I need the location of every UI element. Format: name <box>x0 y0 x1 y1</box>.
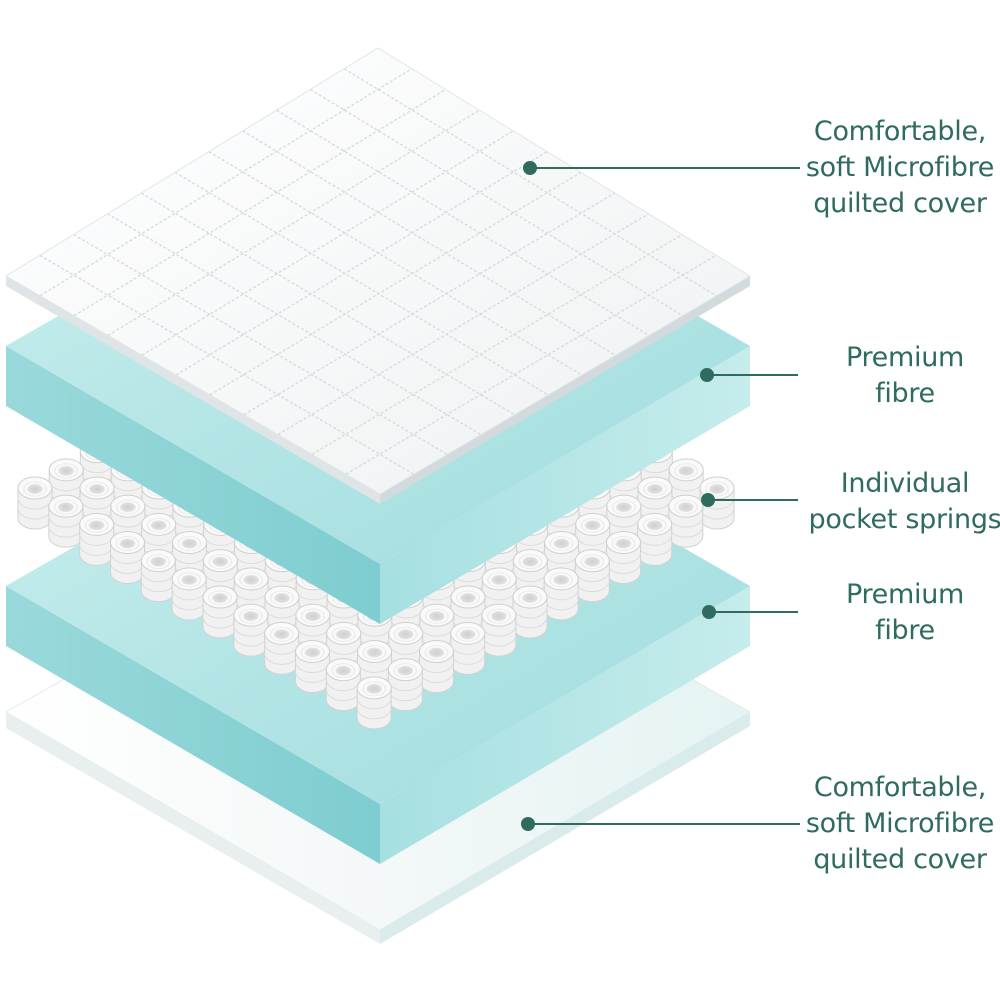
label-top-cover-line-3: quilted cover <box>813 188 987 219</box>
pocket-spring <box>450 621 486 675</box>
quilt-stitch-line <box>208 151 583 376</box>
pocket-spring <box>387 658 423 712</box>
pocket-spring <box>79 512 115 566</box>
quilt-stitch-line <box>242 130 616 356</box>
label-top-cover-line-2: soft Microfibre <box>805 152 995 183</box>
label-lower-fibre-line-1: Premium <box>845 579 965 610</box>
label-upper-fibre: Premium fibre <box>805 340 1000 412</box>
pocket-spring <box>295 640 330 693</box>
quilt-stitch-line <box>243 192 616 416</box>
pocket-spring <box>481 603 517 657</box>
label-lower-fibre: Premium fibre <box>805 577 1000 649</box>
quilt-stitch-line <box>343 68 717 297</box>
leader-dot-upper-fibre <box>700 368 714 382</box>
leader-dot-lower-fibre <box>702 605 716 619</box>
top-cover-layer <box>5 47 751 504</box>
label-lower-fibre-line-2: fibre <box>875 615 935 646</box>
label-bottom-cover-line-2: soft Microfibre <box>805 808 995 839</box>
pocket-spring <box>48 494 84 548</box>
leader-dot-bottom-cover <box>521 817 535 831</box>
label-bottom-cover-line-1: Comfortable, <box>813 772 987 803</box>
pocket-spring <box>637 512 673 566</box>
label-upper-fibre-line-1: Premium <box>845 342 965 373</box>
quilt-stitch-line <box>175 151 548 376</box>
quilt-stitch-line <box>107 109 480 337</box>
quilt-stitch-line <box>209 171 582 396</box>
pocket-spring <box>668 494 704 548</box>
pocket-spring <box>419 640 454 693</box>
quilt-stitch-line <box>276 109 650 337</box>
pocket-spring <box>325 658 361 712</box>
label-springs-line-1: Individual <box>840 468 970 499</box>
pocket-spring <box>233 603 269 657</box>
pocket-spring <box>574 549 610 603</box>
quilt-stitch-line <box>277 213 649 436</box>
label-springs-line-2: pocket springs <box>808 504 1000 535</box>
pocket-spring <box>140 549 176 603</box>
quilt-stitch-line <box>311 233 683 455</box>
pocket-spring <box>171 567 207 621</box>
label-bottom-cover: Comfortable, soft Microfibre quilted cov… <box>800 770 1000 878</box>
pocket-spring <box>543 567 579 621</box>
label-springs: Individual pocket springs <box>805 466 1000 538</box>
label-upper-fibre-line-2: fibre <box>875 378 935 409</box>
quilt-stitch-line <box>39 68 413 297</box>
quilt-stitch-line <box>73 233 448 455</box>
quilt-stitch-line <box>345 254 717 475</box>
label-top-cover: Comfortable, soft Microfibre quilted cov… <box>800 114 1000 222</box>
pocket-spring <box>606 531 641 584</box>
quilt-stitch-line <box>39 254 414 475</box>
pocket-spring <box>110 531 145 584</box>
leader-lines <box>521 161 800 831</box>
pocket-spring <box>202 585 238 639</box>
leader-dot-springs <box>701 493 715 507</box>
quilt-stitch-line <box>107 213 482 436</box>
label-bottom-cover-line-3: quilted cover <box>813 844 987 875</box>
quilt-stitch-line <box>141 130 514 356</box>
pocket-spring <box>17 476 53 530</box>
leader-dot-top-cover <box>523 161 537 175</box>
pocket-spring <box>512 585 548 639</box>
label-top-cover-line-1: Comfortable, <box>813 116 987 147</box>
pocket-spring <box>264 621 300 675</box>
quilt-stitch-line <box>174 171 549 396</box>
pocket-spring <box>356 676 392 730</box>
quilt-stitch-line <box>73 88 447 317</box>
quilt-stitch-line <box>140 192 515 416</box>
quilt-stitch-line <box>310 88 684 317</box>
